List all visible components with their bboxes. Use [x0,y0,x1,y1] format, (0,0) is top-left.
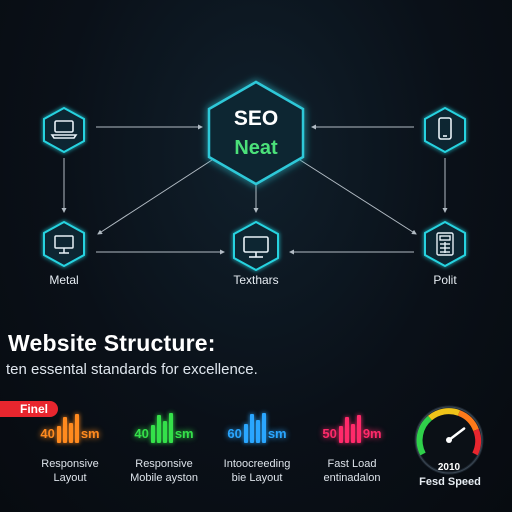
final-badge: Finel [0,401,59,417]
metric-bar [68,423,73,443]
connector-lines [61,124,448,255]
speed-gauge: 2010 [414,405,484,475]
metric-caption-line1: Fast Load [327,458,377,470]
node-label-texthars: Texthars [233,273,278,287]
link-hub-bottomleft [97,159,213,235]
metric-bar [62,417,67,443]
metric-caption-line2: entinadalon [323,472,381,484]
metric-bars [338,415,361,443]
metric-bar [338,426,343,443]
metric-caption-line2: Layout [53,472,87,484]
laptop-icon [50,120,78,139]
metric-bar [344,417,349,443]
link-hub-bottomright [299,159,417,235]
metric-responsive-mobile: 40 sm Responsive Mobile ayston [114,409,214,485]
metric-bar [162,421,167,443]
metric-unit: sm [80,426,100,441]
metric-bar [74,414,79,443]
node-bottom-right: Polit [424,220,466,287]
metric-intoocreeding-layout: 60 sm Intoocreeding bie Layout [207,409,307,485]
metric-value: 40 [134,426,149,441]
metric-caption-line1: Responsive [41,458,99,470]
metric-bar [261,413,266,443]
metric-bar [255,420,260,443]
calculator-icon [436,232,454,256]
section-subtitle: ten essental standards for excellence. [6,361,258,378]
metric-bars [56,414,79,443]
node-bottom-center: Texthars [233,220,279,287]
metric-bar [150,425,155,443]
metric-caption-line1: Responsive [135,458,193,470]
metric-responsive-layout: 40 sm Responsive Layout [20,409,120,485]
node-label-polit: Polit [433,273,457,287]
metric-bar [350,424,355,443]
metric-unit: sm [174,426,194,441]
hub-subtitle: Neat [234,137,278,159]
metric-caption-line2: bie Layout [231,472,283,484]
metric-bars [243,413,266,443]
node-label-metal: Metal [49,273,78,287]
metric-bar [156,415,161,443]
gauge-arc-orange [457,410,479,432]
gauge-label: Fesd Speed [419,476,481,488]
metric-value: 40 [40,426,55,441]
section-title: Website Structure: [8,330,216,356]
metric-bar [168,413,173,443]
seo-hub-node: SEO Neat [207,80,305,186]
metric-fast-load: 50 9m Fast Load entinadalon [302,409,402,485]
metric-caption-line1: Intoocreeding [223,458,291,470]
metric-unit: sm [267,426,287,441]
metric-caption-line2: Mobile ayston [130,472,198,484]
node-top-left [43,106,85,154]
node-top-right [424,106,466,154]
metric-bar [56,426,61,443]
gauge-value: 2010 [438,462,461,473]
desktop-monitor-icon [54,235,74,254]
smartphone-icon [438,117,452,140]
metric-bar [249,414,254,443]
gauge-arc-red [472,428,482,456]
hub-title: SEO [234,107,278,130]
gauge-needle [447,427,466,442]
metric-bar [356,415,361,443]
metric-bar [243,424,248,443]
gauge-arc-yellow [428,408,461,421]
node-bottom-left: Metal [43,220,85,287]
metric-unit: 9m [362,426,382,441]
metric-value: 60 [227,426,242,441]
desktop-monitor-icon [243,236,269,258]
gauge-arc-green [416,415,433,456]
metric-bars [150,413,173,443]
metric-value: 50 [322,426,337,441]
